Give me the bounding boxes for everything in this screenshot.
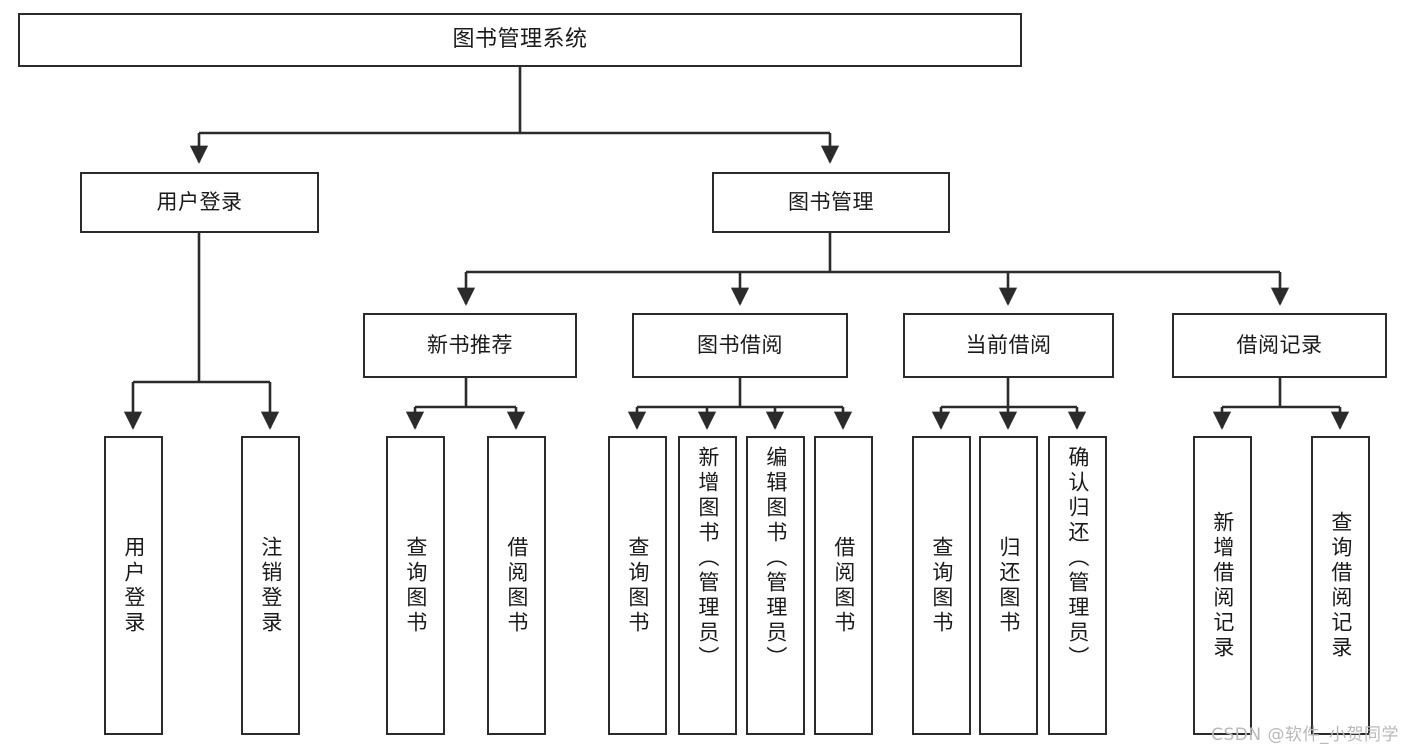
node-book-borrow[interactable]: 图书借阅	[632, 313, 848, 378]
leaf-borrow-edit-book-admin[interactable]: 编辑图书（管理员）	[746, 436, 805, 735]
node-label: 编辑图书（管理员）	[763, 446, 788, 671]
node-label: 用户登录	[121, 535, 146, 636]
leaf-current-query-book[interactable]: 查询图书	[912, 436, 971, 735]
leaf-borrow-add-book-admin[interactable]: 新增图书（管理员）	[678, 436, 737, 735]
node-label: 新书推荐	[427, 333, 513, 358]
node-label: 查询借阅记录	[1328, 510, 1353, 661]
leaf-current-return-book[interactable]: 归还图书	[979, 436, 1038, 735]
node-root-system[interactable]: 图书管理系统	[18, 13, 1022, 67]
node-label: 图书管理	[788, 190, 874, 215]
leaf-current-confirm-return-admin[interactable]: 确认归还（管理员）	[1048, 436, 1107, 735]
node-label: 新增借阅记录	[1210, 510, 1235, 661]
node-label: 借阅图书	[831, 535, 856, 636]
node-label: 当前借阅	[965, 333, 1052, 358]
leaf-user-login-logout[interactable]: 注销登录	[241, 436, 300, 735]
node-label: 确认归还（管理员）	[1065, 446, 1090, 671]
node-current-borrow[interactable]: 当前借阅	[903, 313, 1114, 378]
node-label: 新增图书（管理员）	[695, 446, 720, 671]
node-label: 归还图书	[996, 535, 1021, 636]
leaf-borrow-query-book[interactable]: 查询图书	[608, 436, 667, 735]
node-user-login[interactable]: 用户登录	[80, 172, 319, 233]
node-new-book-recommend[interactable]: 新书推荐	[363, 313, 577, 378]
node-label: 图书管理系统	[452, 27, 588, 53]
node-label: 借阅图书	[504, 535, 529, 636]
node-label: 查询图书	[929, 535, 954, 636]
node-book-management[interactable]: 图书管理	[712, 172, 950, 233]
leaf-new-book-query[interactable]: 查询图书	[386, 436, 445, 735]
leaf-borrow-borrow-book[interactable]: 借阅图书	[814, 436, 873, 735]
node-label: 图书借阅	[697, 333, 783, 358]
leaf-record-query-record[interactable]: 查询借阅记录	[1311, 436, 1370, 735]
node-label: 借阅记录	[1236, 333, 1323, 358]
node-borrow-record[interactable]: 借阅记录	[1172, 313, 1387, 378]
node-label: 用户登录	[156, 190, 243, 215]
leaf-new-book-borrow[interactable]: 借阅图书	[487, 436, 546, 735]
node-label: 查询图书	[403, 535, 428, 636]
leaf-record-add-record[interactable]: 新增借阅记录	[1193, 436, 1252, 735]
leaf-user-login-login[interactable]: 用户登录	[104, 436, 163, 735]
watermark-text: CSDN @软件_小贺同学	[1211, 725, 1399, 745]
node-label: 注销登录	[258, 535, 283, 636]
node-label: 查询图书	[625, 535, 650, 636]
